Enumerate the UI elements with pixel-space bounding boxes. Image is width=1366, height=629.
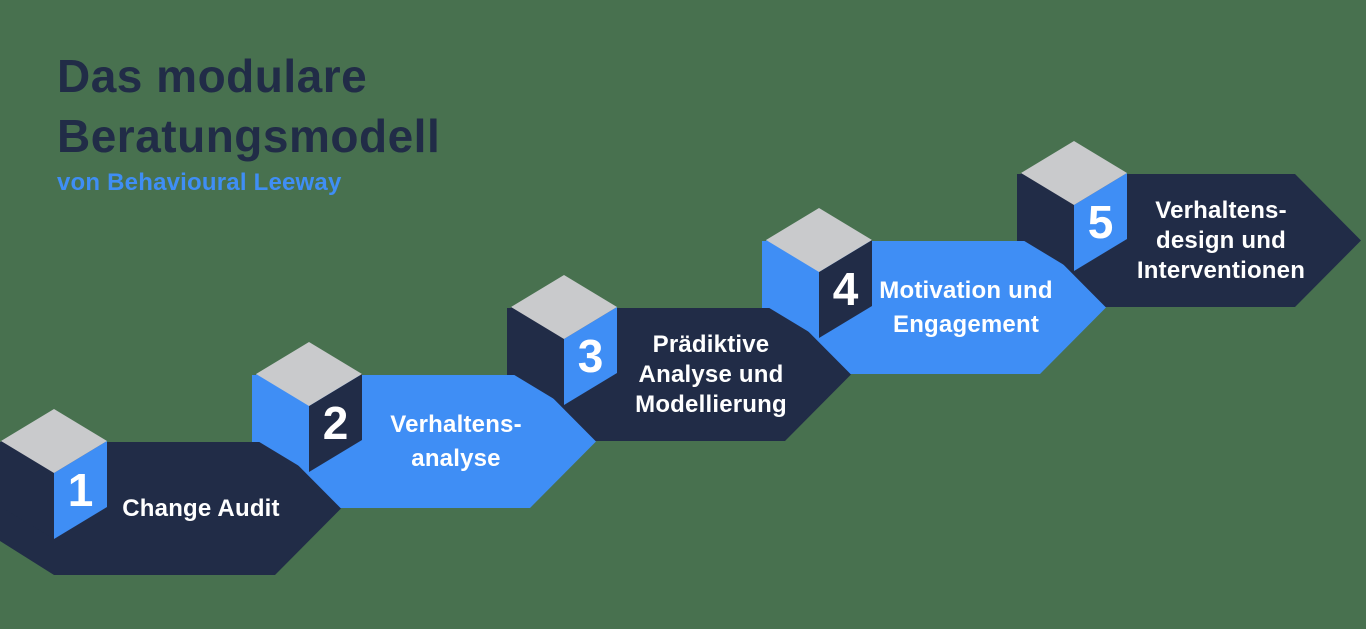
- step-4-label-line-1: Motivation und: [879, 277, 1052, 304]
- page-title-line-1: Das modulare: [57, 50, 367, 102]
- step-4-cube-top-face: [766, 208, 872, 272]
- step-5-label-line-1: Verhaltens-: [1155, 197, 1287, 224]
- step-5-number: 5: [1088, 196, 1114, 248]
- step-5-label-line-2: design und: [1156, 227, 1286, 254]
- step-2-label-line-1: Verhaltens-: [390, 411, 522, 438]
- step-4-number: 4: [833, 263, 859, 315]
- step-2-cube-top-face: [256, 342, 362, 406]
- step-4-cube-left-face: [766, 240, 819, 338]
- step-3-label-line-2: Analyse und: [639, 361, 784, 388]
- step-2-number: 2: [323, 397, 349, 449]
- step-3-number: 3: [578, 330, 604, 382]
- step-1-cube-right-face: [54, 441, 107, 539]
- step-4-label-line-2: Engagement: [893, 311, 1039, 338]
- step-3-cube-right-face: [564, 307, 617, 405]
- step-4-cube-right-face: [819, 240, 872, 338]
- step-5-cube-top-face: [1021, 141, 1127, 205]
- step-3-cube-top-face: [511, 275, 617, 339]
- step-2-cube-right-face: [309, 374, 362, 472]
- step-5-cube-right-face: [1074, 173, 1127, 271]
- step-3-label-line-3: Modellierung: [635, 391, 787, 418]
- step-2-cube-left-face: [256, 374, 309, 472]
- step-5-label-line-3: Interventionen: [1137, 257, 1305, 284]
- step-5-cube-left-face: [1021, 173, 1074, 271]
- step-1-cube-top-face: [1, 409, 107, 473]
- page-subtitle: von Behavioural Leeway: [57, 169, 342, 196]
- step-1-number: 1: [68, 464, 94, 516]
- step-1-label-line-1: Change Audit: [122, 495, 280, 522]
- step-2-label-line-2: analyse: [411, 445, 500, 472]
- step-1-cube-left-face: [1, 441, 54, 539]
- step-3-label-line-1: Prädiktive: [653, 331, 770, 358]
- step-3-cube-left-face: [511, 307, 564, 405]
- page-title-line-2: Beratungsmodell: [57, 110, 440, 162]
